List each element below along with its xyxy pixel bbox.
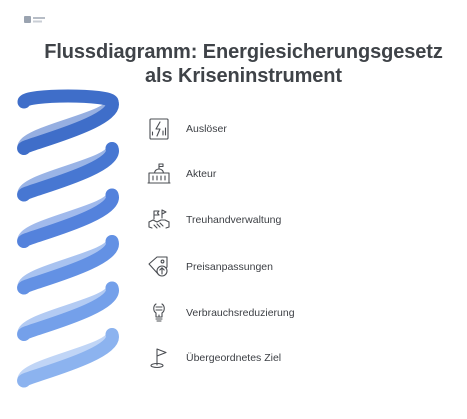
step-label: Übergeordnetes Ziel <box>186 352 282 364</box>
spiral-top-cap <box>17 89 119 109</box>
spiral-front-segment <box>17 142 119 202</box>
step-label: Verbrauchsreduzierung <box>186 307 295 319</box>
spiral-front-segment <box>17 188 119 248</box>
spiral-graphic <box>17 89 119 388</box>
spiral-front-segment <box>17 328 119 388</box>
step-price-adjustments: Preisanpassungen <box>146 252 273 282</box>
page-title: Flussdiagramm: Energiesicherungsgesetz a… <box>44 41 443 87</box>
brand-logo-icon <box>24 12 46 23</box>
lightbulb-icon <box>153 303 165 322</box>
lightning-chart-icon <box>149 118 169 140</box>
step-label: Akteur <box>186 168 217 180</box>
step-label: Preisanpassungen <box>186 261 273 273</box>
step-actor: Akteur <box>146 159 216 189</box>
government-building-icon <box>147 163 171 184</box>
golf-flag-icon <box>150 348 167 369</box>
step-overall-goal: Übergeordnetes Ziel <box>146 343 281 373</box>
step-label: Treuhandverwaltung <box>186 214 282 226</box>
spiral-front-segment <box>17 235 119 295</box>
handshake-flag-icon <box>148 209 170 229</box>
step-consumption-reduction: Verbrauchsreduzierung <box>146 298 295 328</box>
spiral-front-segment <box>17 95 119 155</box>
step-label: Auslöser <box>186 123 227 135</box>
spiral-front-segment <box>17 281 119 341</box>
step-trigger: Auslöser <box>146 114 227 144</box>
step-trust-administration: Treuhandverwaltung <box>146 205 281 235</box>
price-tag-up-icon <box>148 256 168 277</box>
